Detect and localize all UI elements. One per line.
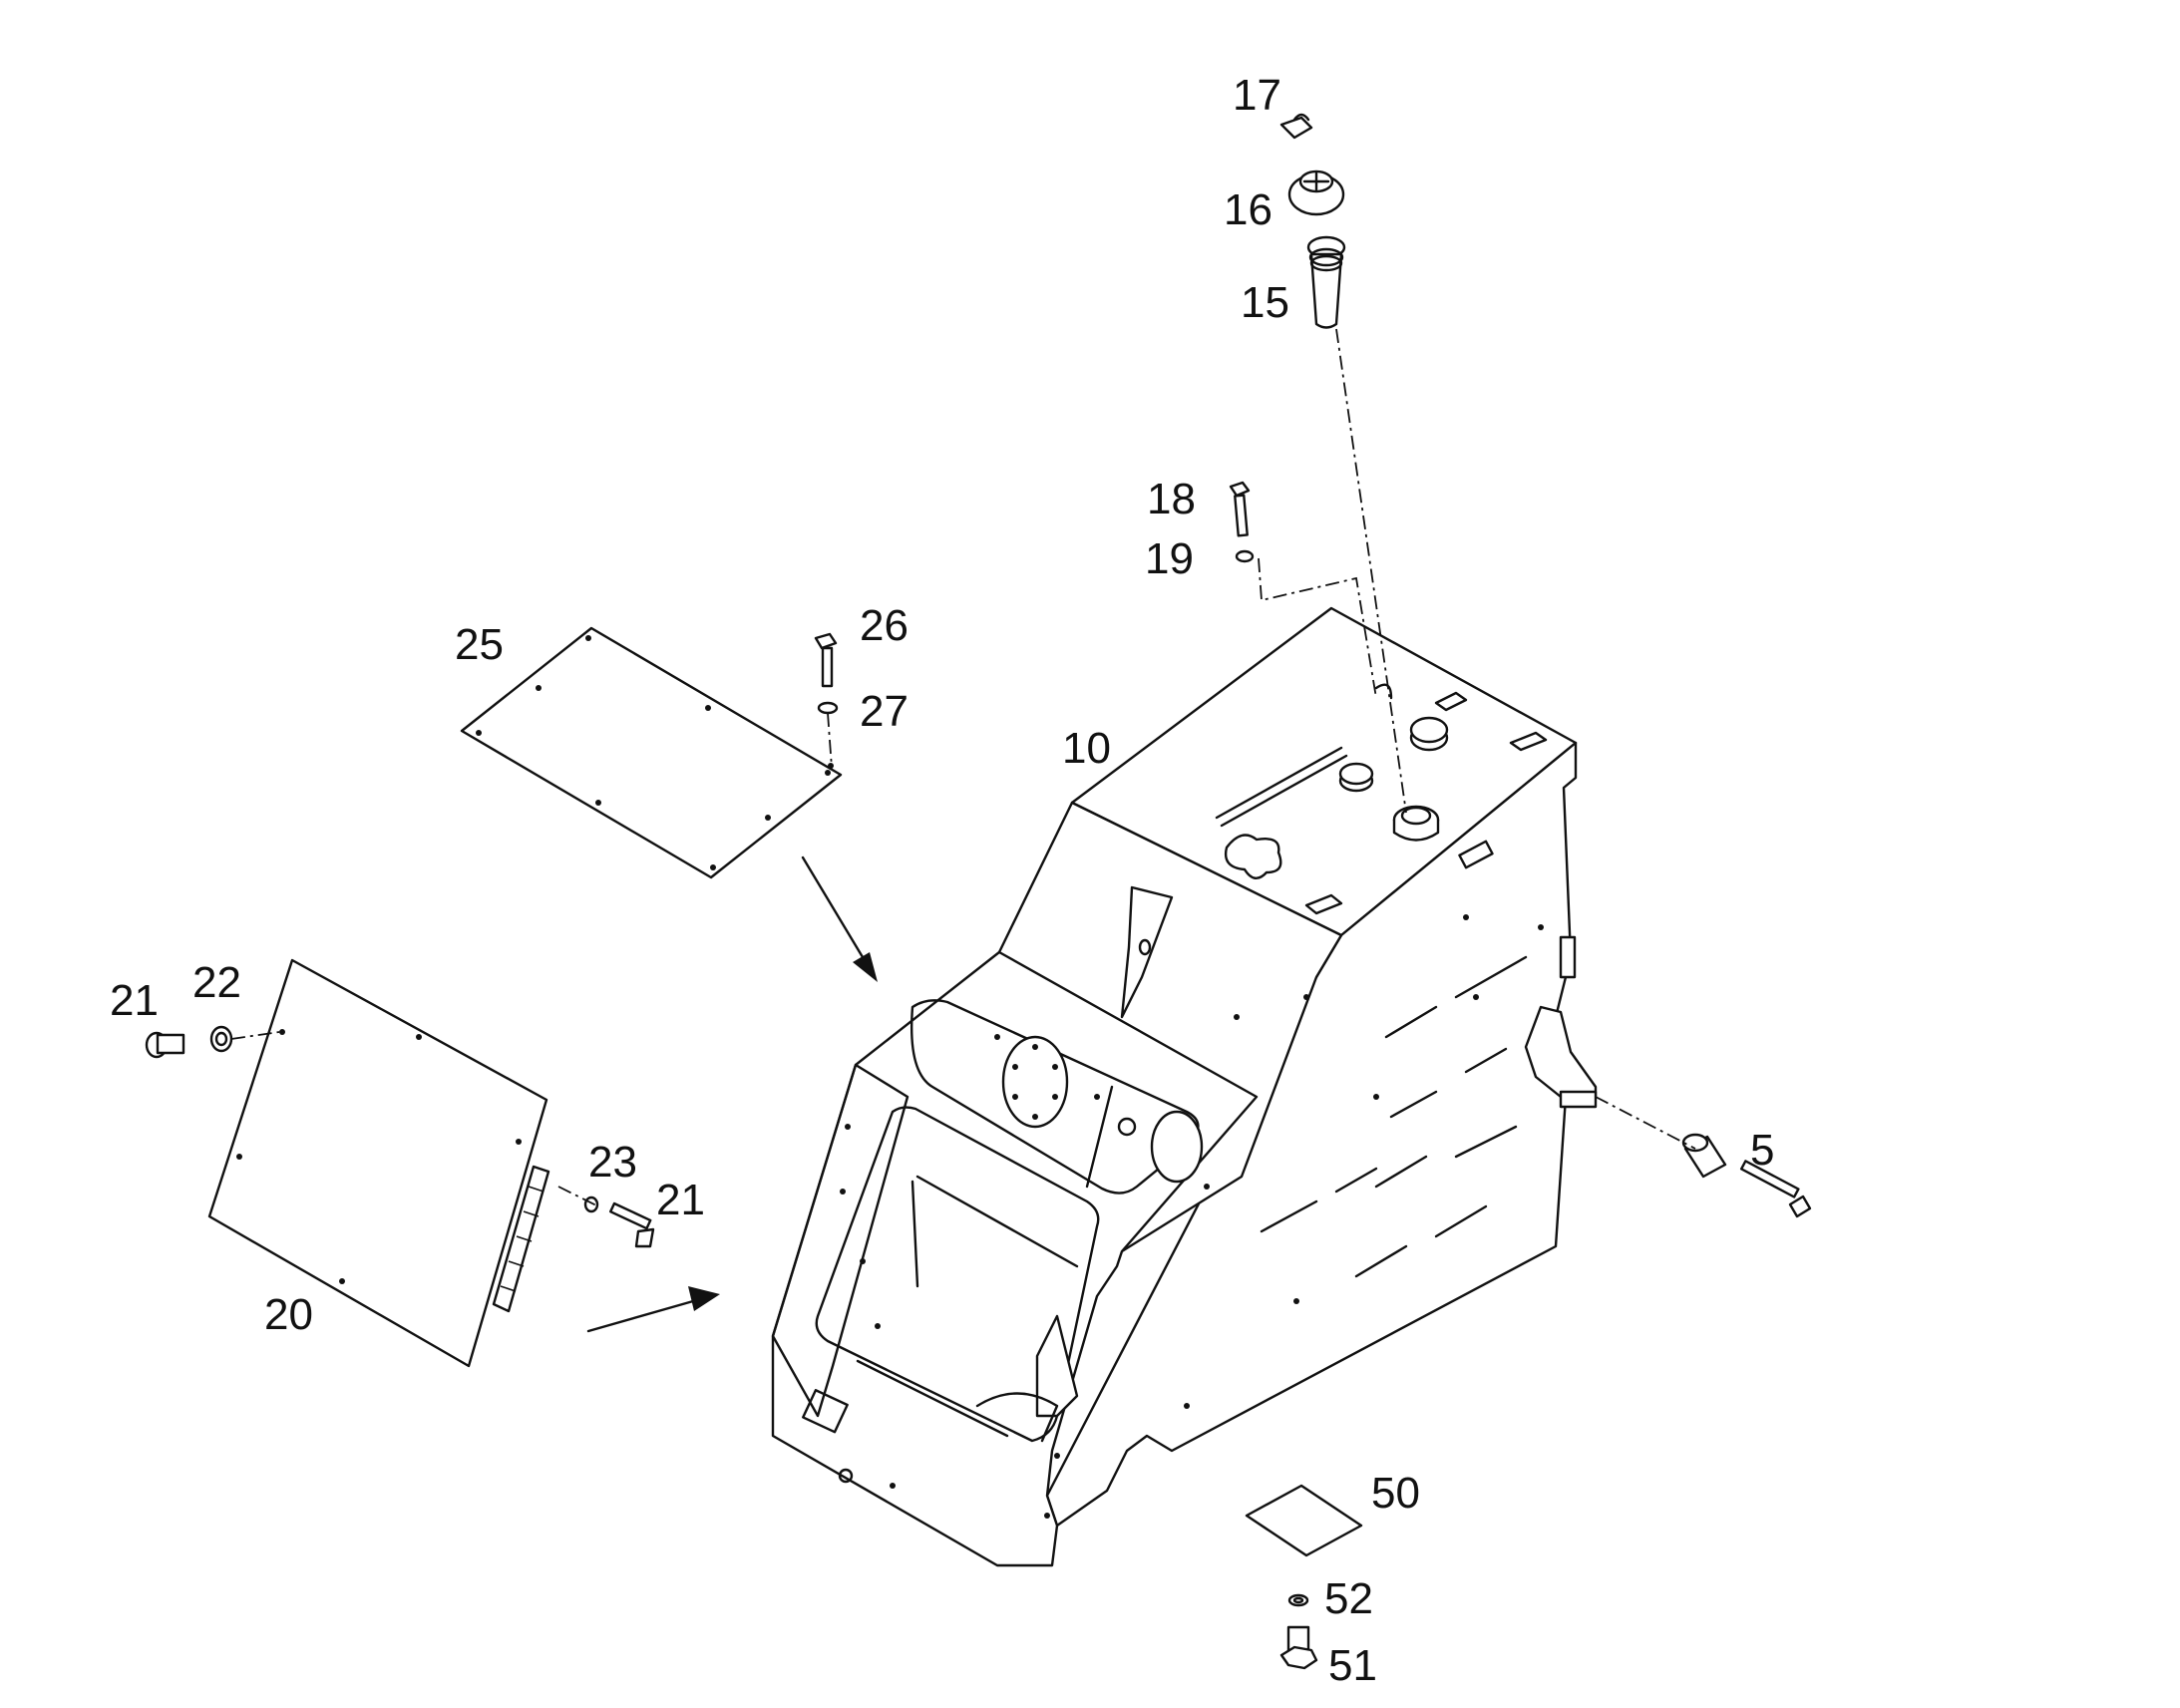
callout-5: 5 <box>1750 1126 1774 1175</box>
callout-20: 20 <box>264 1290 313 1339</box>
callout-16: 16 <box>1224 185 1272 234</box>
cover-plate-25 <box>460 626 843 879</box>
bolt-26-washer-27 <box>814 632 839 715</box>
leader-lines <box>230 328 1696 1207</box>
bolt-18-washer-19 <box>1229 481 1255 563</box>
callout-27: 27 <box>860 687 908 736</box>
main-frame-housing <box>771 606 1598 1567</box>
callout-51: 51 <box>1328 1641 1377 1690</box>
assembly-arrow-upper <box>801 855 878 982</box>
callout-52: 52 <box>1324 1574 1373 1623</box>
callout-17: 17 <box>1233 71 1281 120</box>
assembly-arrow-lower <box>586 1286 720 1333</box>
callout-22: 22 <box>192 958 241 1007</box>
callout-labels: 17 16 15 18 19 26 25 27 10 21 22 23 21 2… <box>110 71 1774 1690</box>
filler-cap-16 <box>1287 170 1345 216</box>
callout-26: 26 <box>860 601 908 650</box>
callout-21-left: 21 <box>110 976 159 1025</box>
callout-21-right: 21 <box>656 1176 705 1224</box>
washer-52-bolt-51 <box>1279 1593 1318 1670</box>
callout-25: 25 <box>455 620 504 669</box>
callout-10: 10 <box>1062 724 1111 773</box>
callout-18: 18 <box>1147 475 1196 523</box>
callout-50: 50 <box>1371 1469 1420 1518</box>
callout-19: 19 <box>1145 534 1194 583</box>
filler-neck-15 <box>1306 235 1346 329</box>
bolt-21-washer-23 <box>583 1196 655 1248</box>
callout-23: 23 <box>588 1138 637 1187</box>
clip-17 <box>1279 113 1313 140</box>
bolt-21-washer-22 <box>145 1025 233 1059</box>
callout-15: 15 <box>1241 278 1289 327</box>
cover-plate-50 <box>1245 1484 1363 1557</box>
hinged-door-20 <box>207 958 550 1368</box>
bushing-and-bolt-5 <box>1681 1133 1812 1218</box>
